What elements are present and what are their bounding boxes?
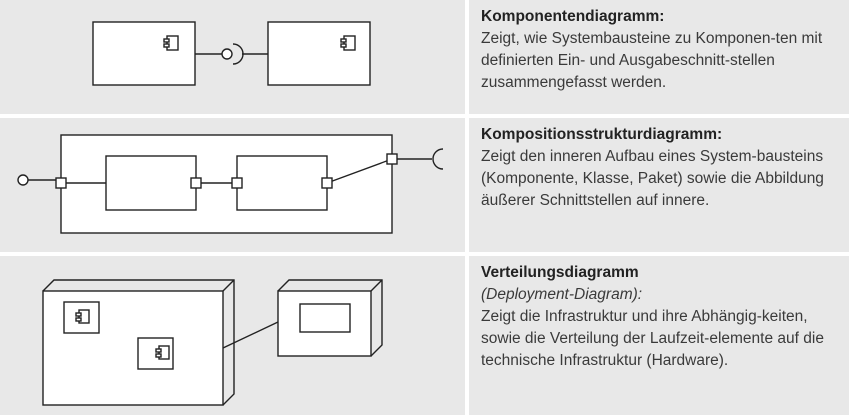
port [386,153,398,165]
composite-structure-description: Zeigt den inneren Aufbau eines System-ba… [481,148,824,209]
component-box-right [267,21,371,86]
component-icon [163,35,179,51]
component-box-left [92,21,196,86]
composite-structure-text-cell: Kompositionsstrukturdiagramm: Zeigt den … [469,118,849,252]
composite-structure-illustration [0,118,465,252]
external-required-interface [432,148,444,170]
communication-path [222,321,279,349]
port [190,177,202,189]
external-provided-interface [17,174,29,186]
component-diagram-svg [92,21,371,86]
component-diagram-illustration [0,0,465,114]
required-interface-socket [232,43,244,65]
port [321,177,333,189]
inner-part-left [105,155,197,211]
deployment-diagram-title: Verteilungsdiagramm [481,264,639,281]
deployment-diagram-illustration [0,256,465,415]
row-deployment-diagram: Verteilungsdiagramm (Deployment-Diagram)… [0,256,849,415]
provided-interface-lollipop [221,48,233,60]
row-composite-structure-diagram: Kompositionsstrukturdiagramm: Zeigt den … [0,118,849,252]
deployment-diagram-description: Zeigt die Infrastruktur und ihre Abhängi… [481,308,824,369]
component-icon [155,345,170,360]
deployment-diagram-subtitle: (Deployment-Diagram): [481,286,643,303]
component-icon [340,35,356,51]
component-diagram-text-cell: Komponentendiagramm: Zeigt, wie Systemba… [469,0,849,114]
component-diagram-title: Komponentendiagramm: [481,8,665,25]
inner-part-right [236,155,328,211]
component-icon [75,309,90,324]
artifact-box [299,303,351,333]
port [231,177,243,189]
component-diagram-description: Zeigt, wie Systembausteine zu Komponen-t… [481,30,823,91]
composite-structure-svg [17,134,444,234]
deployment-diagram-svg [42,279,383,406]
deployment-diagram-text-cell: Verteilungsdiagramm (Deployment-Diagram)… [469,256,849,415]
delegation-connector [326,158,393,184]
composite-structure-title: Kompositionsstrukturdiagramm: [481,126,723,143]
row-component-diagram: Komponentendiagramm: Zeigt, wie Systemba… [0,0,849,114]
port [55,177,67,189]
